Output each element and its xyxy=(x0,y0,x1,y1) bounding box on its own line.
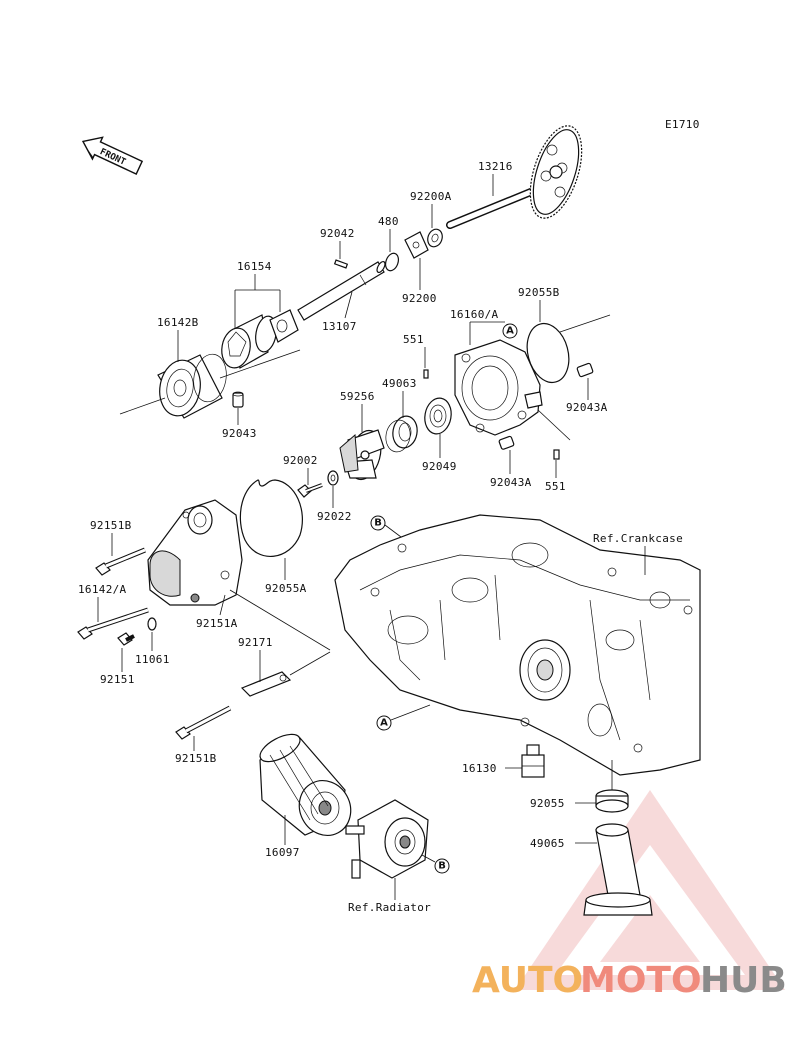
diagram-code: E1710 xyxy=(665,118,700,131)
bolt-92151B-lower xyxy=(175,705,232,740)
callout-b-cooler: B xyxy=(434,858,450,874)
svg-text:HUB: HUB xyxy=(700,960,787,1001)
dowel-92043A-right xyxy=(576,362,594,378)
label-92055A: 92055A xyxy=(265,582,307,595)
svg-text:A: A xyxy=(380,718,388,729)
dowel-92043 xyxy=(232,391,244,408)
strainer-49065 xyxy=(583,823,653,916)
label-92151B-upper: 16142/A xyxy=(78,583,127,596)
o-ring-92055B xyxy=(526,322,570,384)
label-16154: 16154 xyxy=(237,260,272,273)
bearing-92049 xyxy=(424,397,452,435)
front-arrow-icon: FRONT xyxy=(81,136,144,175)
callout-a-crankcase: A xyxy=(376,715,392,731)
svg-text:MOTO: MOTO xyxy=(580,960,702,1001)
label-92151A: 92151B xyxy=(90,519,132,532)
plate-92200 xyxy=(404,231,429,259)
bolt-92002 xyxy=(297,483,323,498)
crankcase xyxy=(334,514,701,776)
washer-92200A xyxy=(427,228,443,248)
clamp-92171 xyxy=(240,671,292,697)
o-ring-92055A xyxy=(239,479,303,557)
bolt-92151B-upper xyxy=(77,607,149,640)
label-16130: 16130 xyxy=(462,762,497,775)
washer-11061 xyxy=(147,617,157,631)
shaft-13107 xyxy=(297,260,386,321)
callout-b-crankcase: B xyxy=(370,515,386,531)
label-11061: 11061 xyxy=(135,653,170,666)
dowel-92043A-lower xyxy=(498,435,515,450)
pin-92042 xyxy=(333,259,349,269)
label-92049: 92049 xyxy=(422,460,457,473)
impeller-59256 xyxy=(339,429,385,481)
label-551-upper: 551 xyxy=(403,333,424,346)
label-16160A: 16160/A xyxy=(450,308,499,321)
washer-92022 xyxy=(327,470,339,486)
label-16097: 16097 xyxy=(265,846,300,859)
bolt-92151A xyxy=(95,547,146,576)
oil-cooler xyxy=(345,799,429,879)
rotor-16154 xyxy=(221,309,299,369)
label-16142A: 92151A xyxy=(196,617,238,630)
oil-filter-16097 xyxy=(259,733,352,836)
pin-551-lower xyxy=(553,449,560,460)
label-92171: 92171 xyxy=(238,636,273,649)
callout-a-upper: A xyxy=(502,323,518,339)
label-13107: 13107 xyxy=(322,320,357,333)
o-ring-92055 xyxy=(595,789,629,813)
label-92043A-2: 92043A xyxy=(490,476,532,489)
label-92055B: 92055B xyxy=(518,286,560,299)
label-92042: 92042 xyxy=(320,227,355,240)
label-551-lower: 551 xyxy=(545,480,566,493)
label-92002: 92002 xyxy=(283,454,318,467)
ref-radiator-label: Ref.Radiator xyxy=(348,901,431,914)
pump-body-16142B xyxy=(157,353,227,419)
label-92043A-1: 92043A xyxy=(566,401,608,414)
label-92200A: 92200A xyxy=(410,190,452,203)
ref-crankcase-label: Ref.Crankcase xyxy=(593,532,683,545)
label-49065: 49065 xyxy=(530,837,565,850)
seal-49063 xyxy=(385,415,418,453)
label-92055: 92055 xyxy=(530,797,565,810)
pin-551-upper xyxy=(423,369,429,379)
bolt-92151 xyxy=(117,632,135,646)
cover-16160A xyxy=(454,339,543,436)
label-480: 480 xyxy=(378,215,399,228)
label-59256: 59256 xyxy=(340,390,375,403)
label-49063: 49063 xyxy=(382,377,417,390)
fitting-16130 xyxy=(521,744,545,778)
label-92022: 92022 xyxy=(317,510,352,523)
label-92151B-lower: 92151B xyxy=(175,752,217,765)
label-16142B: 16142B xyxy=(157,316,199,329)
label-92043: 92043 xyxy=(222,427,257,440)
svg-text:AUTO: AUTO xyxy=(472,960,583,1001)
circlip-480 xyxy=(384,252,400,272)
label-13216: 13216 xyxy=(478,160,513,173)
svg-text:B: B xyxy=(438,861,446,872)
gear-shaft-13216 xyxy=(446,125,583,229)
watermark-logo: AUTO MOTO HUB xyxy=(472,960,787,1001)
pump-housing-16142A xyxy=(147,499,243,606)
label-92151: 92151 xyxy=(100,673,135,686)
label-92200: 92200 xyxy=(402,292,437,305)
svg-text:A: A xyxy=(506,326,514,337)
svg-text:B: B xyxy=(374,518,382,529)
